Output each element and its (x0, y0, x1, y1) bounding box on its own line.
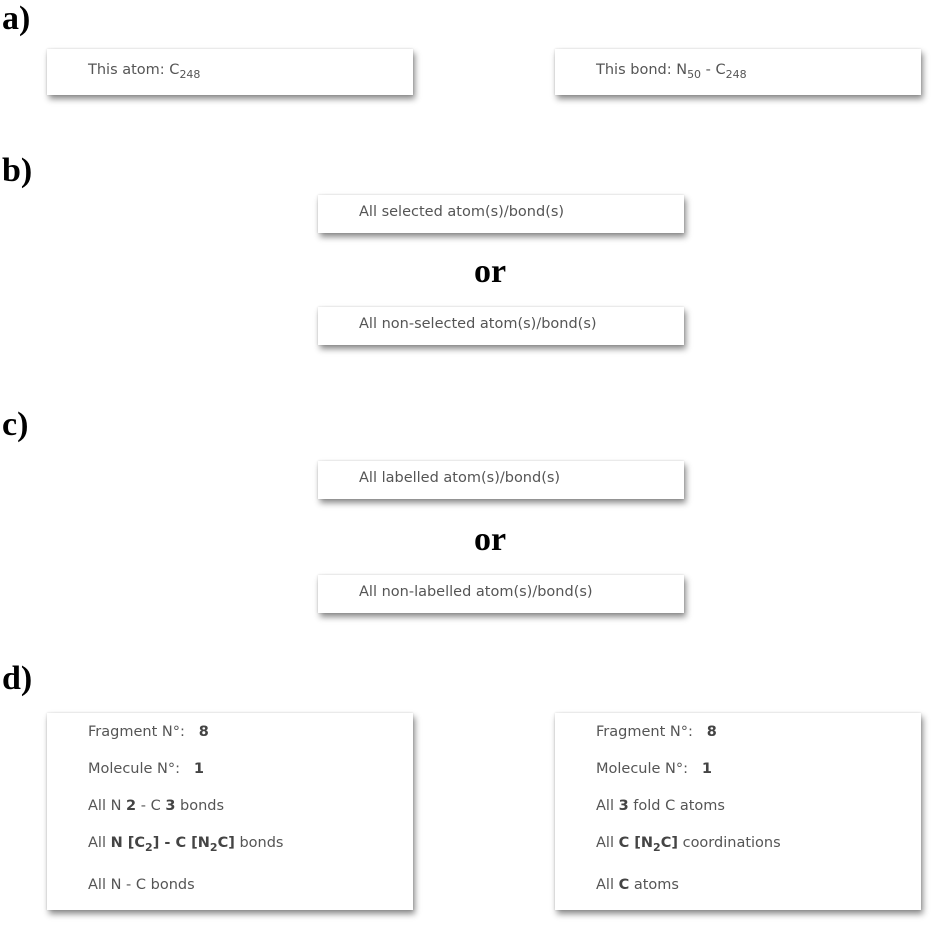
menu-item-text: Fragment N°: (596, 724, 707, 740)
bold-text: C] (217, 835, 235, 851)
menu-item[interactable]: All N [C2] - C [N2C] bonds (88, 835, 284, 854)
panel-label-c: c) (2, 406, 29, 443)
menu-item[interactable]: All N - C bonds (88, 877, 195, 893)
bond-menu: This bond: N50 - C248 (555, 49, 921, 95)
menu-item[interactable]: Molecule N°: 1 (88, 761, 204, 777)
menu-item-text: All (88, 835, 111, 851)
menu-item-text: bonds (175, 798, 225, 814)
menu-item-text: bonds (234, 835, 284, 851)
bold-text: 2 (126, 798, 137, 814)
menu-item[interactable]: All non-selected atom(s)/bond(s) (359, 316, 597, 332)
bold-text: 8 (706, 724, 717, 740)
menu-item-text: Molecule N°: (596, 761, 702, 777)
menu-item[interactable]: This bond: N50 - C248 (596, 62, 747, 81)
subscript-text: 2 (653, 841, 661, 854)
bold-text: 1 (193, 761, 204, 777)
menu-item-text: All non-labelled atom(s)/bond(s) (359, 584, 593, 600)
non-selected-menu: All non-selected atom(s)/bond(s) (318, 307, 684, 345)
menu-item-text: All (596, 835, 619, 851)
or-text: or (473, 521, 507, 558)
menu-item[interactable]: All selected atom(s)/bond(s) (359, 204, 564, 220)
bold-text: 8 (198, 724, 209, 740)
menu-item[interactable]: All non-labelled atom(s)/bond(s) (359, 584, 593, 600)
bold-text: 3 (165, 798, 176, 814)
panel-label-d: d) (2, 660, 33, 697)
bold-text: ] - C [N (152, 835, 210, 851)
subscript-text: 248 (179, 68, 201, 81)
labelled-menu: All labelled atom(s)/bond(s) (318, 461, 684, 499)
bold-text: C [N (618, 835, 654, 851)
subscript-text: 248 (725, 68, 747, 81)
menu-item-text: All (596, 798, 619, 814)
menu-item-text: All selected atom(s)/bond(s) (359, 204, 565, 220)
menu-item[interactable]: All labelled atom(s)/bond(s) (359, 470, 560, 486)
bold-text: C (618, 877, 630, 893)
menu-item-text: coordinations (677, 835, 781, 851)
non-labelled-menu: All non-labelled atom(s)/bond(s) (318, 575, 684, 613)
menu-item-text: All N - C bonds (88, 877, 195, 893)
menu-item-text: Molecule N°: (88, 761, 194, 777)
menu-item-text: This atom: C (88, 62, 180, 78)
menu-item[interactable]: All C [N2C] coordinations (596, 835, 781, 854)
menu-item-text: All (596, 877, 619, 893)
menu-item[interactable]: Fragment N°: 8 (88, 724, 209, 740)
bold-text: 3 (618, 798, 629, 814)
atom-menu: This atom: C248 (47, 49, 413, 95)
menu-item[interactable]: All N 2 - C 3 bonds (88, 798, 224, 814)
or-text: or (473, 253, 507, 290)
menu-item-text: All non-selected atom(s)/bond(s) (359, 316, 597, 332)
menu-item[interactable]: All 3 fold C atoms (596, 798, 725, 814)
bold-text: N [C (110, 835, 146, 851)
bold-text: C] (660, 835, 678, 851)
subscript-text: 50 (687, 68, 702, 81)
menu-item-text: This bond: N (596, 62, 688, 78)
menu-item[interactable]: This atom: C248 (88, 62, 201, 81)
menu-item-text: atoms (629, 877, 679, 893)
menu-item[interactable]: Fragment N°: 8 (596, 724, 717, 740)
panel-label-b: b) (2, 152, 33, 189)
subscript-text: 2 (145, 841, 153, 854)
menu-item-text: Fragment N°: (88, 724, 199, 740)
menu-item-text: - C (701, 62, 726, 78)
panel-label-a: a) (2, 0, 31, 37)
menu-item[interactable]: Molecule N°: 1 (596, 761, 712, 777)
selected-menu: All selected atom(s)/bond(s) (318, 195, 684, 233)
menu-item-text: All N (88, 798, 127, 814)
menu-item-text: - C (136, 798, 166, 814)
menu-item[interactable]: All C atoms (596, 877, 679, 893)
menu-item-text: fold C atoms (628, 798, 725, 814)
bold-text: 1 (701, 761, 712, 777)
menu-item-text: All labelled atom(s)/bond(s) (359, 470, 561, 486)
subscript-text: 2 (209, 841, 218, 854)
